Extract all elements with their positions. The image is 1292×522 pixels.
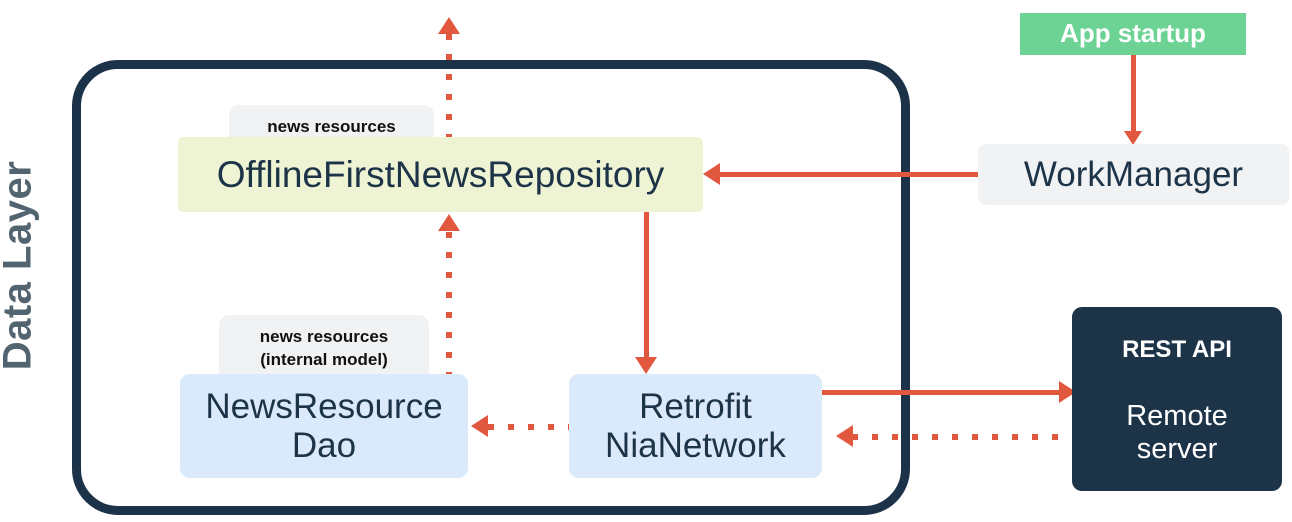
edge-app-startup-to-workmanager-arrowhead	[1124, 131, 1142, 145]
edge-network-to-dao-arrowhead	[471, 415, 488, 437]
node-work-manager-label: WorkManager	[1023, 154, 1244, 194]
node-remote-server-name: Remote server	[1126, 400, 1228, 467]
node-work-manager[interactable]: WorkManager	[978, 144, 1289, 205]
node-retrofit-nia-network-line1: Retrofit	[639, 386, 752, 426]
edge-repository-to-outside-line	[446, 34, 452, 137]
node-remote-server-api-label: REST API	[1122, 336, 1232, 363]
edge-network-to-remote-server-arrowhead	[1059, 381, 1076, 403]
edge-label-news-resources-internal-line2: (internal model)	[260, 350, 388, 369]
edge-label-news-resources-line1: news resources	[267, 116, 396, 136]
data-layer-label: Data Layer	[0, 160, 40, 371]
edge-remote-server-to-network-line	[852, 434, 1074, 440]
edge-network-to-dao-line	[488, 424, 570, 430]
node-offline-first-news-repository[interactable]: OfflineFirstNewsRepository	[178, 137, 703, 212]
node-offline-first-news-repository-label: OfflineFirstNewsRepository	[216, 153, 665, 195]
edge-dao-to-repository-arrowhead	[438, 214, 460, 231]
data-layer-container	[72, 60, 910, 515]
node-app-startup-label: App startup	[1060, 18, 1206, 49]
edge-repository-to-network-arrowhead	[635, 357, 657, 374]
edge-dao-to-repository-line	[446, 232, 452, 378]
edge-label-news-resources-internal: news resources (internal model)	[219, 315, 429, 383]
edge-network-to-remote-server-line	[822, 390, 1072, 395]
edge-app-startup-to-workmanager-line	[1131, 55, 1136, 134]
node-news-resource-dao[interactable]: NewsResource Dao	[180, 374, 468, 478]
edge-remote-server-to-network-arrowhead	[836, 425, 853, 447]
node-remote-server-line1: Remote	[1126, 399, 1228, 432]
node-remote-server-line2: server	[1136, 433, 1218, 466]
node-retrofit-nia-network[interactable]: Retrofit NiaNetwork	[569, 374, 822, 478]
edge-label-news-resources-internal-line1: news resources	[259, 327, 389, 347]
node-news-resource-dao-line1: NewsResource	[205, 386, 443, 426]
edge-repository-to-outside-arrowhead	[438, 17, 460, 34]
edge-repository-to-network-line	[644, 211, 649, 358]
node-app-startup[interactable]: App startup	[1020, 13, 1246, 55]
node-remote-server[interactable]: REST API Remote server	[1072, 307, 1282, 491]
edge-workmanager-to-repository-arrowhead	[703, 163, 720, 185]
node-news-resource-dao-line2: Dao	[291, 426, 357, 465]
edge-workmanager-to-repository-line	[718, 172, 980, 177]
node-retrofit-nia-network-line2: NiaNetwork	[605, 426, 786, 465]
